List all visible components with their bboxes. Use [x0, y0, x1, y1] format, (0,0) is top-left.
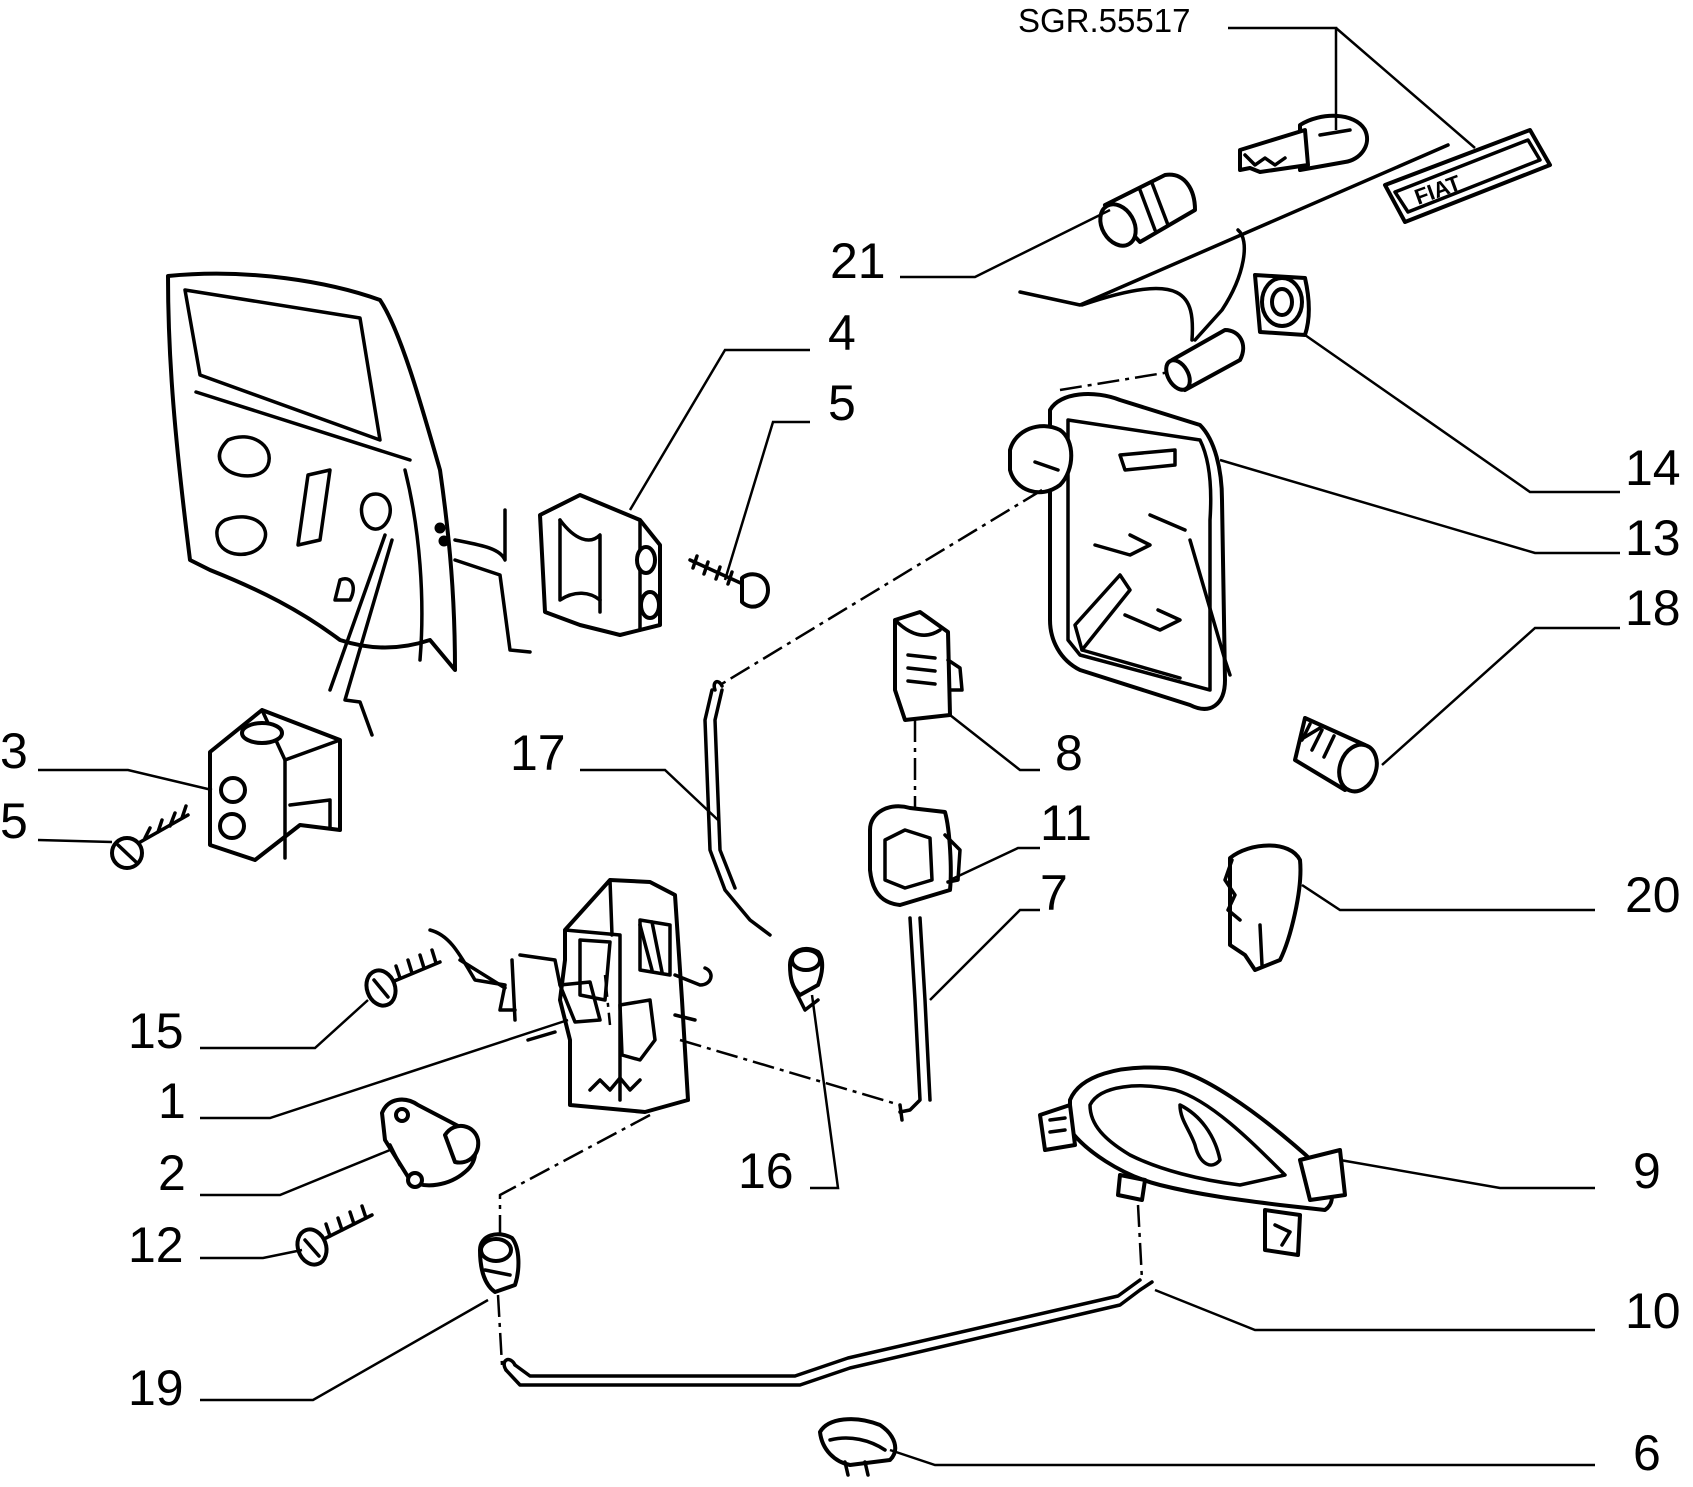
- callout-3: 3: [0, 723, 28, 779]
- grommet-16: [788, 946, 825, 1012]
- callout-12: 12: [128, 1217, 184, 1273]
- fiat-badge: FIAT: [1383, 128, 1552, 224]
- callout-16: 16: [738, 1143, 794, 1199]
- striker-plate: [380, 1097, 481, 1189]
- rod-10: [502, 1278, 1154, 1387]
- key: [1238, 113, 1369, 174]
- callout-6: 6: [1633, 1425, 1661, 1481]
- clip-6: [818, 1417, 898, 1477]
- clip-bracket: [868, 804, 962, 907]
- callout-17: 17: [510, 725, 566, 781]
- callout-21: 21: [830, 233, 886, 289]
- callout-numbers: 21 4 5 14 13 18 3 5 17 8 11 7 20 15 1 2 …: [0, 233, 1681, 1481]
- callout-13: 13: [1625, 510, 1681, 566]
- screw-18: [1293, 716, 1379, 794]
- callout-20: 20: [1625, 867, 1681, 923]
- callout-5-lower: 5: [0, 793, 28, 849]
- screw-15: [364, 928, 517, 1012]
- callout-19: 19: [128, 1360, 184, 1416]
- lock-cylinder: [1098, 172, 1197, 248]
- callout-9: 9: [1633, 1143, 1661, 1199]
- callout-11: 11: [1040, 795, 1092, 851]
- lock-seal: [1253, 273, 1311, 337]
- lower-hinge-block: [208, 708, 342, 862]
- rod-7: [898, 916, 932, 1122]
- lock-bushing: [1164, 328, 1246, 392]
- callout-4: 4: [828, 305, 856, 361]
- callout-8: 8: [1055, 725, 1083, 781]
- callout-2: 2: [158, 1145, 186, 1201]
- screw-5-upper: [688, 554, 770, 609]
- exterior-door-handle: [1008, 392, 1232, 711]
- upper-hinge-block: [538, 493, 662, 637]
- rod-clip: [893, 610, 964, 722]
- door-panel: [166, 271, 532, 737]
- callout-18: 18: [1625, 580, 1681, 636]
- rod-17: [703, 679, 772, 937]
- callout-7: 7: [1040, 865, 1068, 921]
- screw-12: [295, 1204, 374, 1267]
- lock-mechanism: [510, 878, 713, 1114]
- assembly-lines: [496, 143, 1450, 1366]
- interior-door-handle: [1038, 1065, 1347, 1257]
- callout-5-upper: 5: [828, 375, 856, 431]
- callout-10: 10: [1625, 1283, 1681, 1339]
- handle-cover: [1223, 843, 1303, 972]
- grommet-19: [478, 1232, 521, 1294]
- callout-14: 14: [1625, 440, 1681, 496]
- leader-lines: [37, 26, 1620, 1467]
- screw-5-lower: [110, 804, 190, 870]
- reference-code: SGR.55517: [1018, 2, 1190, 39]
- callout-1: 1: [158, 1073, 186, 1129]
- callout-15: 15: [128, 1003, 184, 1059]
